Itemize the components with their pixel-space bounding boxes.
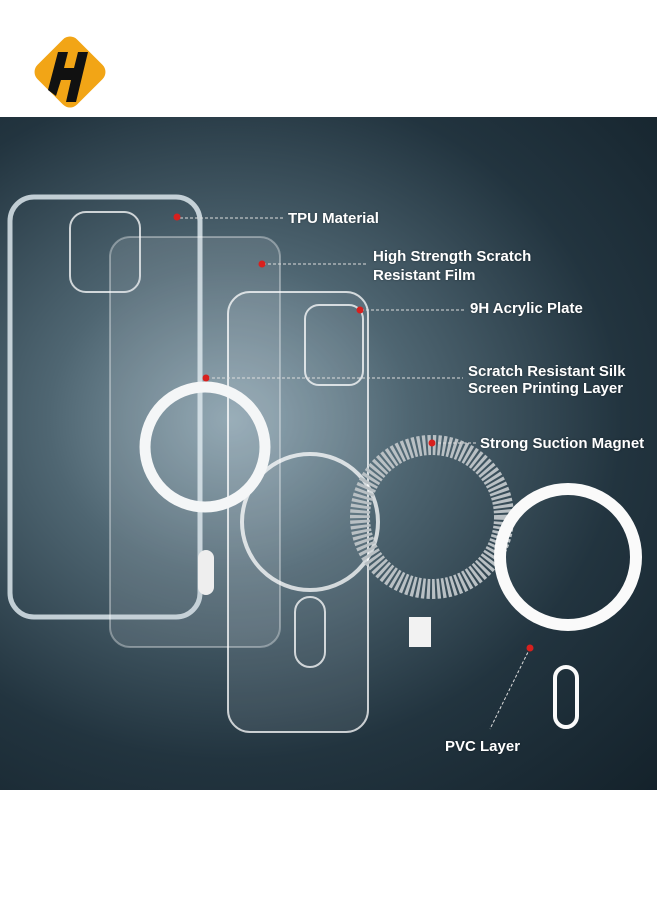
- marker-dots: [173, 213, 534, 652]
- product-diagram: TPU Material High Strength Scratch Resis…: [0, 117, 657, 790]
- tpu-case: [7, 194, 203, 620]
- label-scratch-film-2: Resistant Film: [373, 267, 476, 284]
- silk-ring: [139, 381, 271, 513]
- label-tpu-material: TPU Material: [288, 210, 379, 227]
- brand-logo: [34, 36, 106, 108]
- acrylic-plate: [227, 291, 369, 733]
- label-scratch-film-1: High Strength Scratch: [373, 248, 532, 265]
- magnet-ring: [350, 435, 514, 599]
- label-pvc-layer: PVC Layer: [445, 738, 521, 755]
- label-acrylic-plate: 9H Acrylic Plate: [470, 300, 583, 317]
- label-silk-layer-2: Screen Printing Layer: [468, 380, 624, 397]
- label-magnet: Strong Suction Magnet: [480, 435, 645, 452]
- film-sheet: [109, 236, 281, 648]
- label-silk-layer-1: Scratch Resistant Silk: [468, 363, 626, 380]
- exploded-case-illustration: [7, 194, 642, 733]
- pvc-ring: [494, 483, 642, 631]
